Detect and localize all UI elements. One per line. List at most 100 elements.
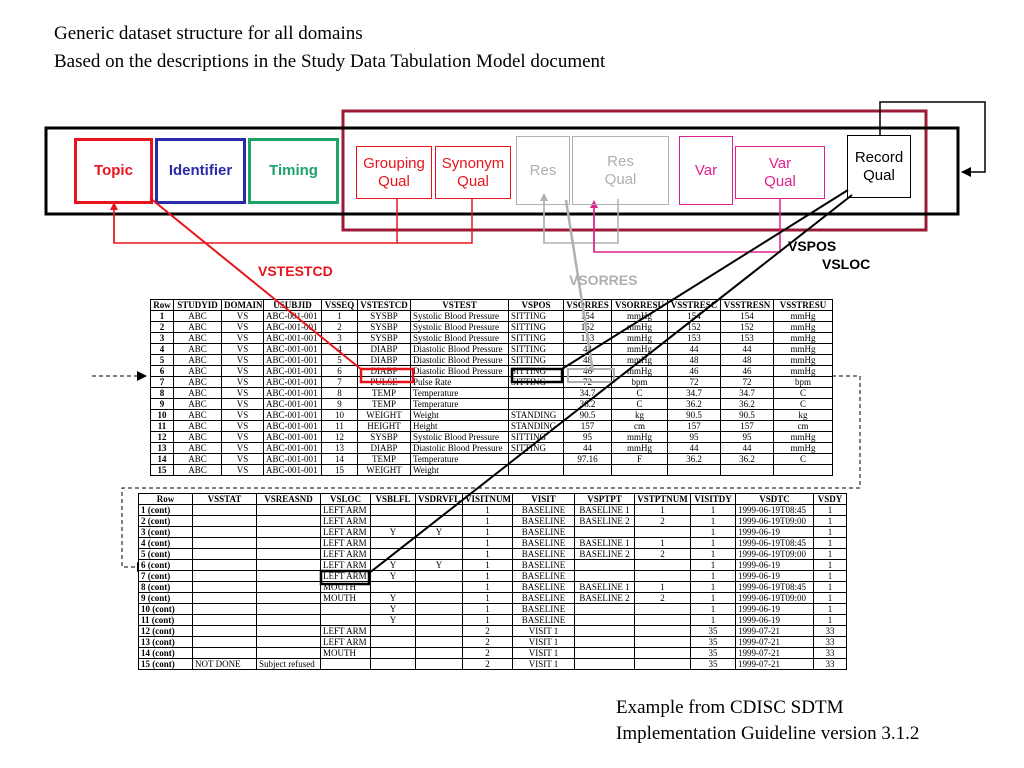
var-box: Var [679,136,733,205]
table-cell [370,515,416,527]
table-cell: 4 [321,343,358,355]
table-cell [192,559,257,571]
res-qual-box: Res Qual [572,136,669,205]
table-cell: 5 [321,354,358,366]
table-cell [574,570,635,582]
table-cell: 4 [150,343,174,355]
table-cell [634,658,691,670]
column-header: VISITDY [690,493,736,505]
table-cell [773,464,833,476]
table-cell: VISIT 1 [512,636,575,648]
table-cell: F [611,453,668,465]
table-cell: 1999-06-19 [735,603,814,615]
table-cell: ABC [173,398,222,410]
table-cell [256,537,321,549]
table-cell: SITTING [508,376,564,388]
var-qual-box: Var Qual [735,146,825,199]
table-cell: 154 [563,310,612,322]
table-cell [634,614,691,626]
table-cell: ABC-001-001 [263,354,322,366]
table-cell [256,559,321,571]
column-header: VSLOC [320,493,371,505]
table-cell: VS [221,365,264,377]
table-cell: 153 [667,332,721,344]
table-cell [192,614,257,626]
column-header: VSSTRESC [667,299,721,311]
table-cell [634,526,691,538]
table-cell: SITTING [508,343,564,355]
table-cell: 5 (cont) [138,548,193,560]
column-header: VSDTC [735,493,814,505]
table-cell [415,625,463,637]
table-cell: 1999-07-21 [735,658,814,670]
table-cell: 152 [720,321,774,333]
table-cell [508,398,564,410]
table-cell: ABC [173,442,222,454]
table-cell: 44 [667,343,721,355]
table-cell: BASELINE [512,570,575,582]
table-cell: 1999-06-19T08:45 [735,581,814,593]
table-cell [508,464,564,476]
table-cell: 1 [462,526,513,538]
table-cell [192,636,257,648]
table-cell: 1 [462,614,513,626]
table-cell: 1 (cont) [138,504,193,516]
table-cell: cm [611,420,668,432]
table-cell: 1 [813,581,847,593]
table-cell: Diastolic Blood Pressure [410,442,509,454]
table-cell: 7 [150,376,174,388]
table-cell: 9 [150,398,174,410]
table-cell [370,625,416,637]
table-cell [508,453,564,465]
table-cell: 10 [150,409,174,421]
table-cell: 34.7 [563,387,612,399]
table-cell: 1 [813,515,847,527]
table-cell: 1 [690,570,736,582]
table-cell [574,614,635,626]
table-cell: 90.5 [720,409,774,421]
table-cell: VS [221,420,264,432]
table-cell: SYSBP [357,332,411,344]
table-cell: ABC [173,310,222,322]
table-cell [256,614,321,626]
table-cell [370,636,416,648]
table-cell [415,581,463,593]
table-cell: 72 [667,376,721,388]
table-cell [563,464,612,476]
table-cell: Y [415,526,463,538]
table-cell [415,592,463,604]
table-cell: VS [221,453,264,465]
table-cell: 157 [720,420,774,432]
table-cell: 46 [563,365,612,377]
table-cell: 1 [813,548,847,560]
table-cell [256,636,321,648]
table-cell: ABC [173,321,222,333]
table-cell [415,636,463,648]
table-cell: ABC-001-001 [263,321,322,333]
table-cell: Y [370,614,416,626]
table-cell: SITTING [508,310,564,322]
table-cell: 1 [462,515,513,527]
table-cell: mmHg [773,343,833,355]
table-cell: C [611,398,668,410]
table-cell: 14 [150,453,174,465]
table-cell: 8 [321,387,358,399]
table-cell: 33 [813,658,847,670]
table-cell: 1999-06-19 [735,559,814,571]
table-cell: 1 [462,504,513,516]
column-header: VSDRVFL [415,493,463,505]
table-cell: 7 [321,376,358,388]
table-cell: 3 [150,332,174,344]
table-cell: 34.7 [720,387,774,399]
table-cell: 90.5 [563,409,612,421]
table-cell: BASELINE [512,526,575,538]
table-cell [320,614,371,626]
footer-line-1: Example from CDISC SDTM [616,697,844,718]
table-cell: ABC-001-001 [263,453,322,465]
table-cell [192,570,257,582]
table-cell: Y [370,603,416,615]
